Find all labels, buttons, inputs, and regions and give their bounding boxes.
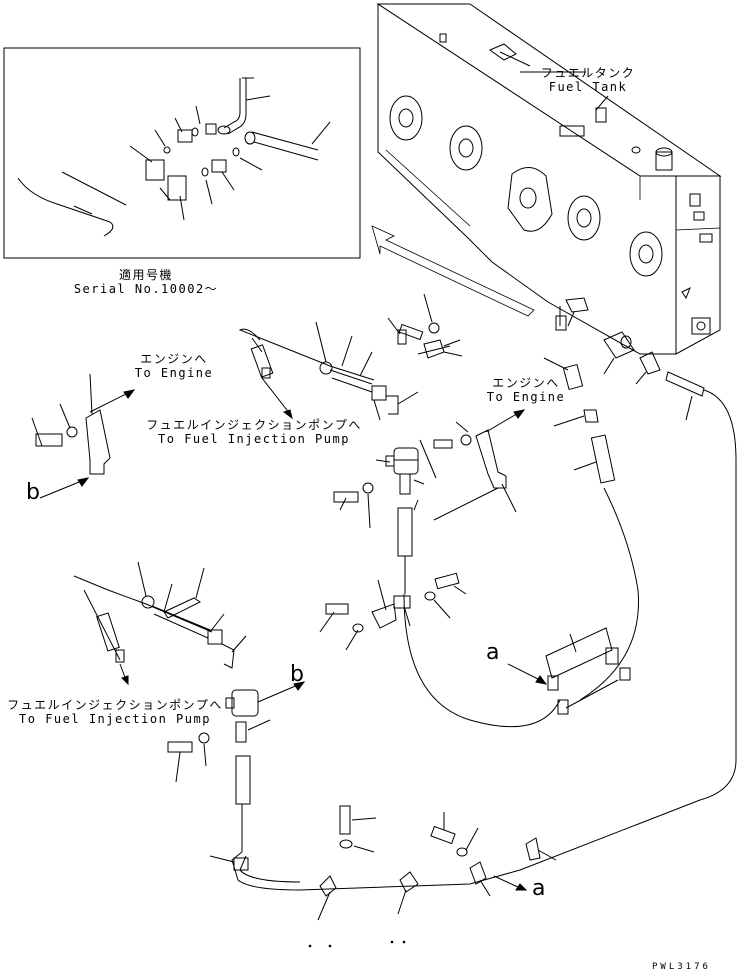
assembly-arrow bbox=[371, 225, 535, 317]
fuel-tank-label-jp: フュエルタンク bbox=[540, 66, 636, 80]
ref-a-bottom: a bbox=[532, 876, 546, 901]
fuel-tank bbox=[376, 3, 722, 355]
tank-feed-line bbox=[519, 311, 737, 871]
to-engine-en: To Engine bbox=[134, 366, 214, 380]
inset-detail bbox=[3, 47, 361, 259]
to-pump-en: To Fuel Injection Pump bbox=[19, 712, 211, 726]
to-pump-en: To Fuel Injection Pump bbox=[158, 432, 350, 446]
left-bracket-upper bbox=[31, 373, 136, 499]
engine-arrow-right bbox=[485, 409, 526, 433]
lower-left-group bbox=[73, 561, 306, 852]
to-engine-jp: エンジンへ bbox=[492, 376, 560, 390]
to-engine-label-left: エンジンへ To Engine bbox=[124, 352, 224, 380]
to-pump-jp: フュエルインジェクションポンプへ bbox=[146, 418, 362, 432]
to-engine-label-right: エンジンへ To Engine bbox=[476, 376, 576, 404]
fuel-filter-center bbox=[333, 421, 517, 594]
applicable-models-jp: 適用号機 bbox=[118, 268, 173, 282]
inset-caption: 適用号機 Serial No.10002～ bbox=[46, 268, 246, 296]
fuel-tank-label-en: Fuel Tank bbox=[548, 80, 628, 94]
ref-b-left: b bbox=[26, 480, 40, 505]
mid-clamp-group bbox=[319, 572, 467, 651]
to-pump-jp: フュエルインジェクションポンプへ bbox=[7, 698, 223, 712]
ref-a-mid: a bbox=[486, 640, 500, 665]
ref-b-right: b bbox=[290, 662, 304, 687]
upper-fuel-line-group bbox=[238, 293, 463, 421]
to-engine-jp: エンジンへ bbox=[140, 352, 208, 366]
to-engine-en: To Engine bbox=[486, 390, 566, 404]
to-pump-label-lower: フュエルインジェクションポンプへ To Fuel Injection Pump bbox=[0, 698, 230, 726]
fuel-tank-label: フュエルタンク Fuel Tank bbox=[528, 66, 648, 94]
bottom-fuel-line bbox=[209, 805, 557, 948]
to-pump-label-upper: フュエルインジェクションポンプへ To Fuel Injection Pump bbox=[136, 418, 372, 446]
middle-hose-loop bbox=[403, 593, 631, 728]
serial-number: Serial No.10002～ bbox=[73, 282, 219, 296]
drawing-code: PWL3176 bbox=[652, 962, 711, 972]
